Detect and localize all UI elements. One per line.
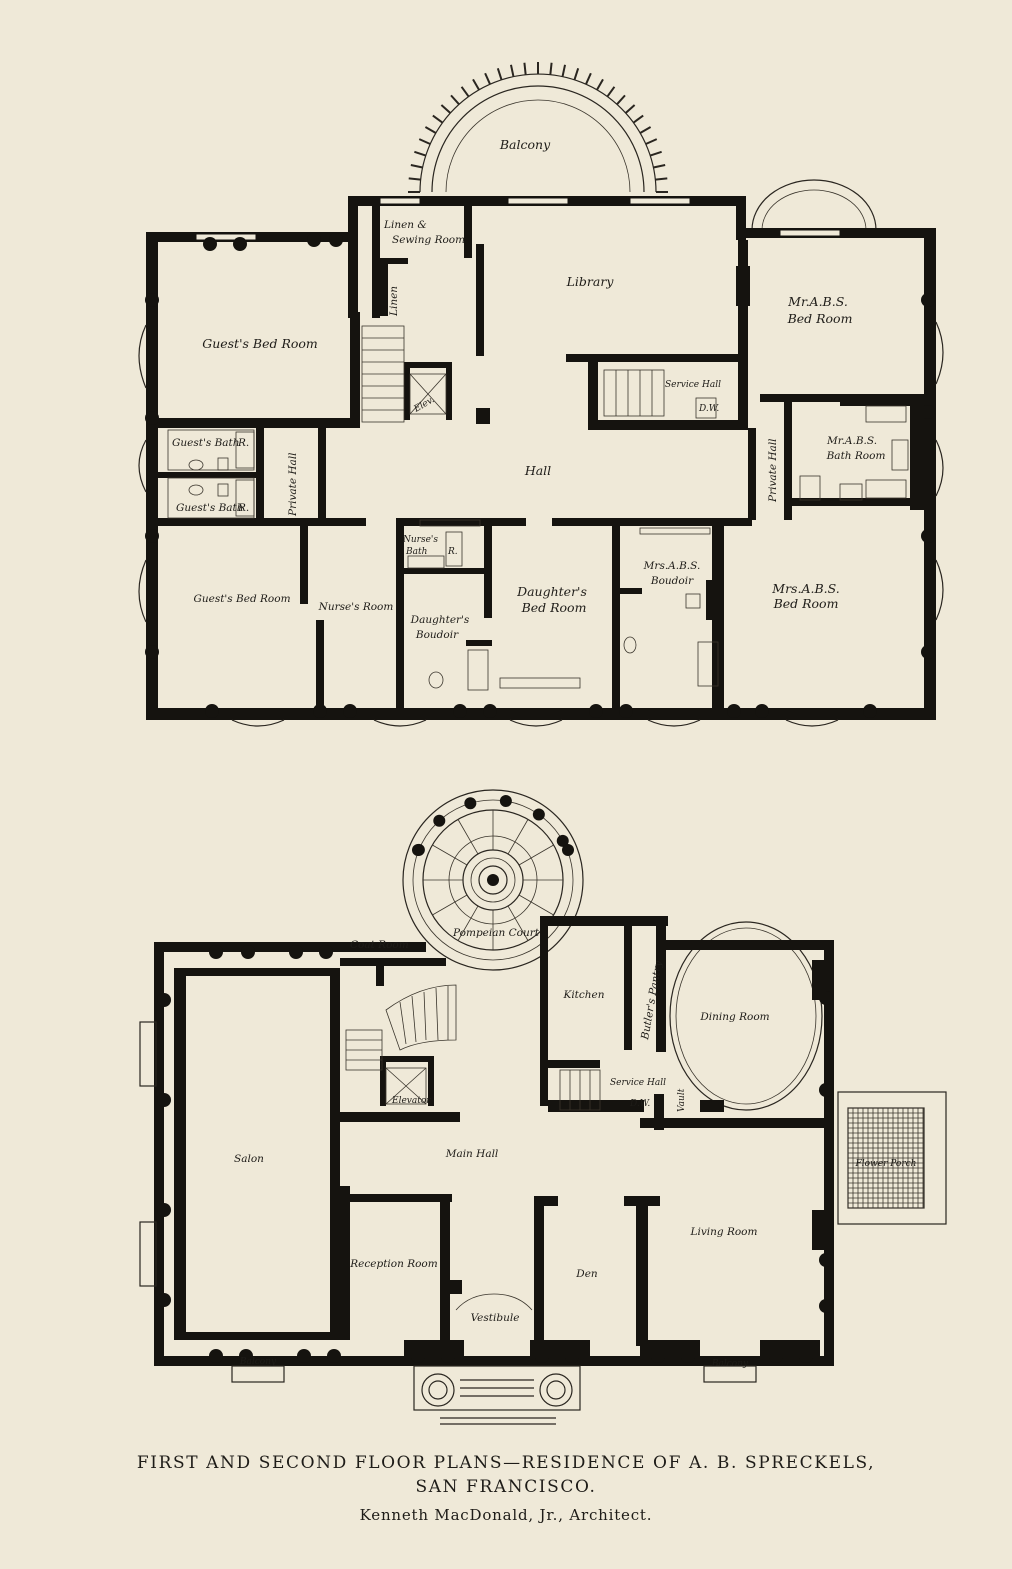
label-pompeian-court: Pompeian Court xyxy=(452,927,540,939)
label-r1: R. xyxy=(237,437,249,449)
label-mr-bath-2: Bath Room xyxy=(826,450,886,462)
label-guest-bed-top: Guest's Bed Room xyxy=(202,336,318,351)
label-linen: Linen xyxy=(388,286,400,317)
label-nurses-bath-1: Nurse's xyxy=(402,535,438,545)
caption-title-line-1: FIRST AND SECOND FLOOR PLANS—RESIDENCE O… xyxy=(136,1453,876,1473)
label-dw: D.W. xyxy=(698,404,719,414)
label-hall: Hall xyxy=(524,463,551,478)
label-living-room: Living Room xyxy=(690,1226,758,1238)
label-dining-room: Dining Room xyxy=(699,1011,769,1023)
label-flower-porch: Flower Porch xyxy=(855,1159,917,1169)
first-floor-plan: Pompeian Court Coat Room Kitchen Butler'… xyxy=(139,789,947,1425)
label-salon: Salon xyxy=(234,1153,264,1165)
label-private-hall-right: Private Hall xyxy=(767,438,779,503)
label-linen-sewing-2: Sewing Room xyxy=(392,234,465,246)
label-r3: R. xyxy=(447,547,458,557)
label-library: Library xyxy=(566,274,615,289)
pompeian-court-rotunda xyxy=(402,789,584,971)
label-kitchen: Kitchen xyxy=(562,989,604,1001)
label-balcony-right: Balcony xyxy=(711,1359,749,1369)
label-daughters-boudoir-1: Daughter's xyxy=(410,614,470,626)
caption-title: FIRST AND SECOND FLOOR PLANS—RESIDENCE O… xyxy=(0,1451,1012,1499)
label-main-hall: Main Hall xyxy=(445,1148,499,1160)
label-den: Den xyxy=(575,1268,598,1280)
label-nurses-bath-2: Bath xyxy=(405,547,427,557)
label-coat-room: Coat Room xyxy=(350,939,409,951)
label-service-hall: Service Hall xyxy=(610,1078,666,1088)
label-guest-bath-2: Guest's Bath xyxy=(176,502,244,514)
balcony-semicircle xyxy=(408,62,668,193)
label-r2: R. xyxy=(237,502,249,514)
label-vestibule: Vestibule xyxy=(471,1312,520,1324)
label-guest-bed-bottom: Guest's Bed Room xyxy=(193,593,290,605)
label-daughters-boudoir-2: Boudoir xyxy=(415,629,459,641)
label-daughters-bed-2: Bed Room xyxy=(521,600,587,615)
label-mrs-bed-2: Bed Room xyxy=(773,596,839,611)
label-dw: D.W. xyxy=(629,1099,650,1109)
label-mr-bath-1: Mr.A.B.S. xyxy=(826,435,877,447)
label-nurses-room: Nurse's Room xyxy=(318,601,394,613)
label-mrs-boudoir-1: Mrs.A.B.S. xyxy=(643,560,701,572)
label-mrs-boudoir-2: Boudoir xyxy=(650,575,694,587)
label-balcony-left: Balcony xyxy=(239,1357,277,1367)
label-linen-sewing-1: Linen & xyxy=(383,219,427,231)
label-mr-bed-2: Bed Room xyxy=(787,311,853,326)
caption-title-line-2: SAN FRANCISCO. xyxy=(415,1477,597,1497)
second-floor-room-labels: Balcony Linen & Sewing Room Linen Librar… xyxy=(172,137,885,641)
label-guest-bath-1: Guest's Bath xyxy=(172,437,240,449)
label-balcony: Balcony xyxy=(499,137,551,152)
label-elevator: Elevator xyxy=(391,1096,431,1106)
label-vault: Vault xyxy=(677,1088,687,1112)
label-mrs-bed-1: Mrs.A.B.S. xyxy=(771,581,839,596)
floor-plans-drawing: Balcony Linen & Sewing Room Linen Librar… xyxy=(138,62,947,1425)
label-mr-bed-1: Mr.A.B.S. xyxy=(787,294,848,309)
label-daughters-bed-1: Daughter's xyxy=(516,584,587,599)
second-floor-plan: Balcony Linen & Sewing Room Linen Librar… xyxy=(138,62,944,727)
caption-architect: Kenneth MacDonald, Jr., Architect. xyxy=(359,1506,653,1524)
label-reception-room: Reception Room xyxy=(349,1258,437,1270)
label-private-hall-left: Private Hall xyxy=(287,452,299,517)
label-service-hall: Service Hall xyxy=(665,380,721,390)
